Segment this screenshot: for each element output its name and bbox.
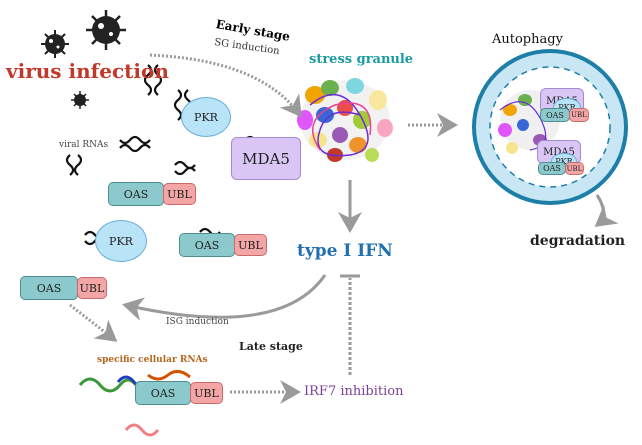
stress-granule-label: stress granule	[309, 52, 414, 67]
ubl-node-1: UBL	[163, 183, 196, 205]
stress-granule-graphic	[297, 78, 393, 162]
oas-node-1: OAS	[108, 182, 164, 206]
autophagy-ubl-node-2: UBL	[565, 162, 584, 175]
late-stage-label: Late stage	[239, 340, 303, 353]
virus-icon-large	[86, 10, 126, 50]
type-i-ifn-label: type I IFN	[297, 241, 393, 261]
ubl-node-3: UBL	[77, 277, 107, 299]
ubl-node-4: UBL	[190, 382, 223, 404]
oas-node-2: OAS	[179, 233, 235, 257]
autophagy-oas-node-1: OAS	[540, 108, 570, 122]
virus-icon-small	[41, 30, 69, 58]
oas-node-4: OAS	[135, 381, 191, 405]
degradation-label: degradation	[530, 233, 626, 249]
specific-cellular-rnas-label: specific cellular RNAs	[97, 355, 208, 365]
oas-node-3: OAS	[20, 276, 78, 300]
mda5-node: MDA5	[231, 137, 301, 180]
autophagy-ubl-node-1: UBL	[569, 108, 589, 122]
oas-to-cellular-rna-arrow	[69, 303, 118, 342]
viral-rnas-label: viral RNAs	[59, 140, 109, 150]
degradation-arrow	[594, 194, 619, 227]
isg-induction-arrow	[122, 274, 327, 321]
autophagy-label: Autophagy	[492, 32, 563, 47]
irf7-inhibition-label: IRF7 inhibition	[304, 384, 404, 399]
autophagy-oas-node-2: OAS	[538, 162, 566, 175]
pkr-node-bottom: PKR	[95, 220, 147, 262]
pkr-node-top: PKR	[181, 97, 231, 137]
sg-induction-arrow	[149, 53, 302, 118]
virus-icon-tiny	[71, 91, 89, 109]
isg-induction-label: ISG induction	[166, 317, 229, 327]
virus-infection-title: virus infection	[6, 59, 169, 83]
autophagosome-graphic	[472, 49, 628, 205]
ubl-node-2: UBL	[234, 234, 267, 256]
